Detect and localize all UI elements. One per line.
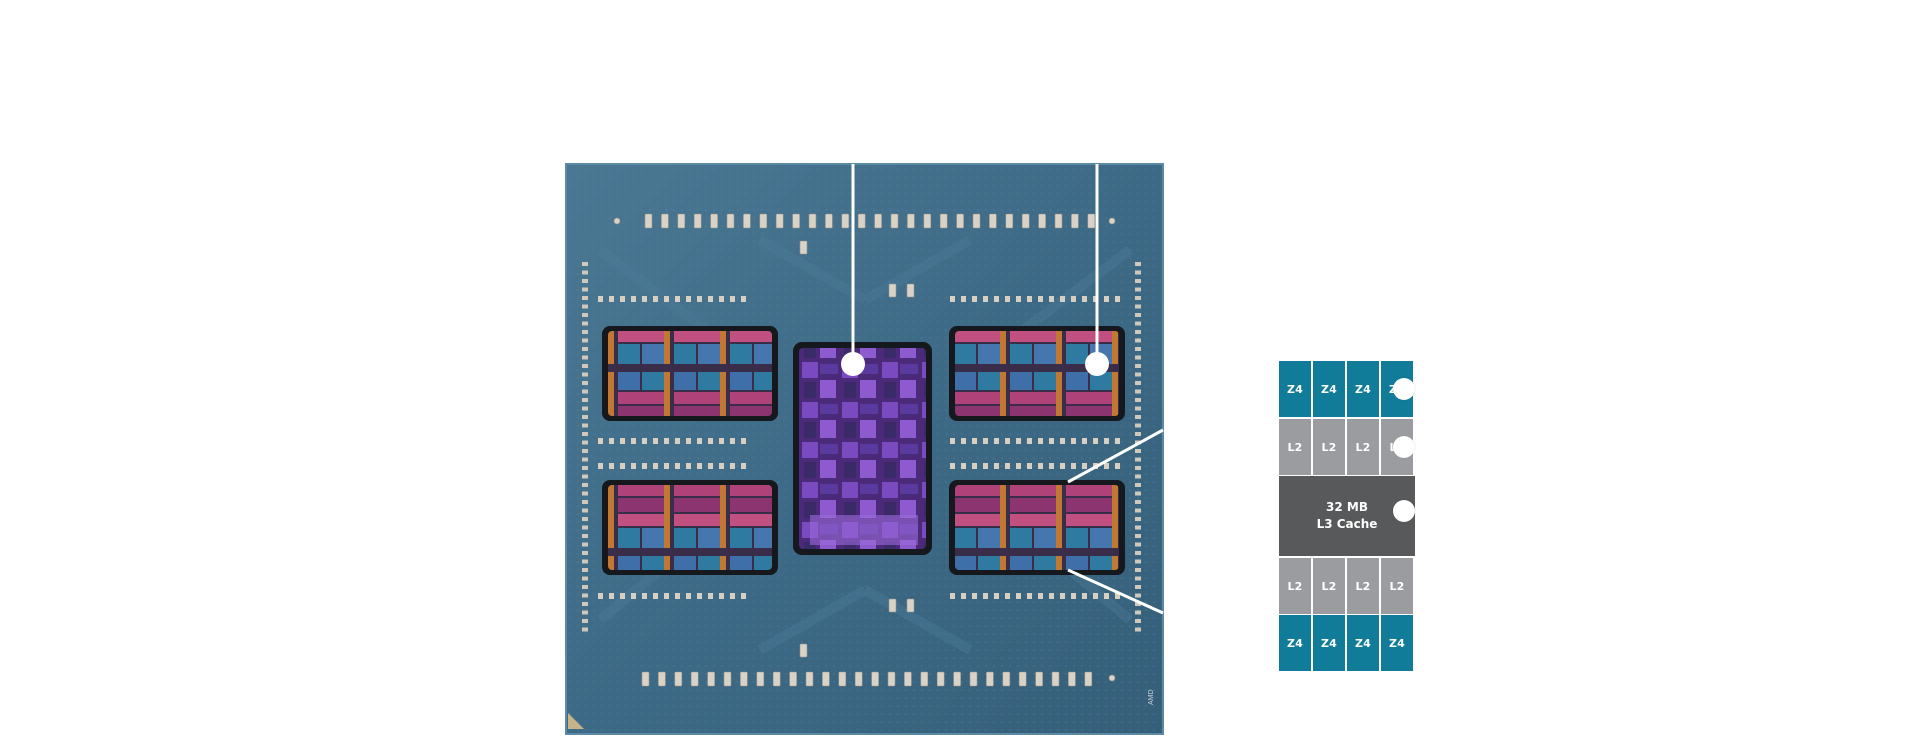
- l3-callout-marker: [1393, 500, 1415, 522]
- package-marking: AMD: [1148, 689, 1155, 705]
- core-callout-marker: [1393, 378, 1415, 400]
- ccd-die-bottom-left: [602, 480, 778, 575]
- io-die-callout-marker: [841, 352, 865, 376]
- ccd-die-bottom-right: [949, 480, 1125, 575]
- l2-callout-marker: [1393, 436, 1415, 458]
- l3-cache-size: 32 MB: [1326, 500, 1368, 514]
- l3-cache-block: 32 MB L3 Cache: [1279, 476, 1415, 556]
- ccd-die-top-left: [602, 326, 778, 421]
- ccd-block-diagram: Z4 Z4 Z4 Z4 L2 L2 L2 L2 32 MB L3 Cache L…: [1279, 361, 1415, 671]
- l3-cache-label: L3 Cache: [1316, 517, 1378, 531]
- core-cell: Z4: [1279, 615, 1311, 671]
- core-cell: Z4: [1381, 615, 1413, 671]
- core-cell: Z4: [1313, 615, 1345, 671]
- l2-cell: L2: [1313, 558, 1345, 614]
- core-cell: Z4: [1313, 361, 1345, 417]
- core-cell: Z4: [1347, 361, 1379, 417]
- l2-cell: L2: [1313, 419, 1345, 475]
- ccd-callout-marker: [1085, 352, 1109, 376]
- core-cell: Z4: [1347, 615, 1379, 671]
- l2-cell: L2: [1347, 419, 1379, 475]
- l2-cell: L2: [1279, 419, 1311, 475]
- io-die: [793, 342, 932, 555]
- l2-cell: L2: [1279, 558, 1311, 614]
- core-cell: Z4: [1279, 361, 1311, 417]
- ccd-die-top-right: [949, 326, 1125, 421]
- l2-cell: L2: [1381, 558, 1413, 614]
- l2-cell: L2: [1347, 558, 1379, 614]
